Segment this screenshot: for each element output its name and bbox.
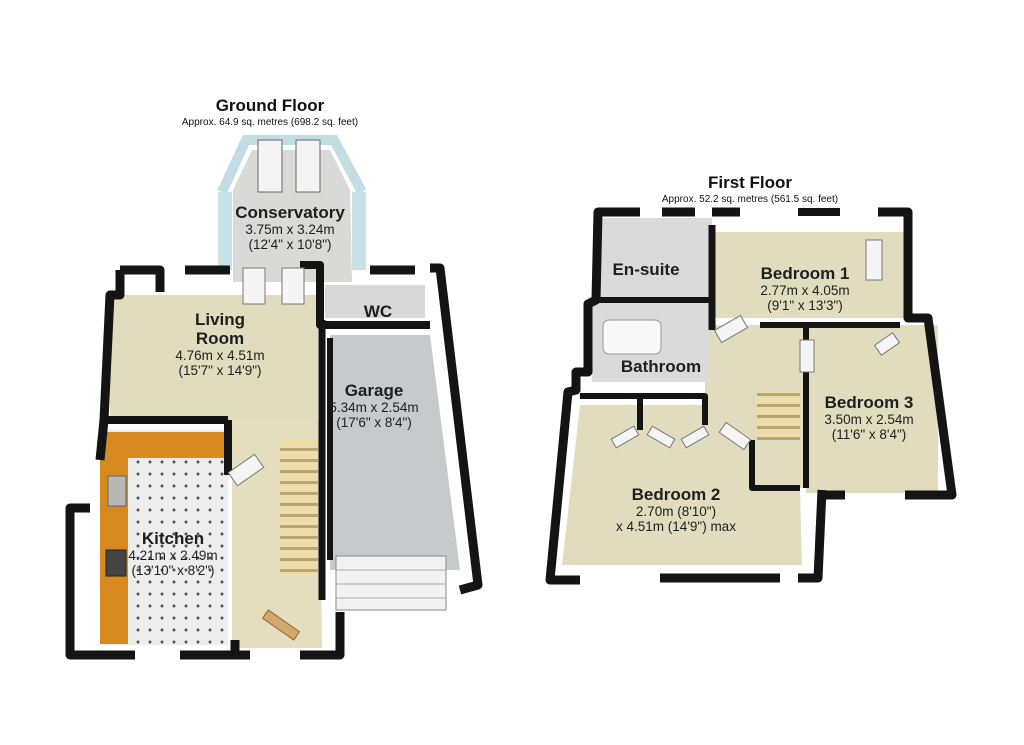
ensuite-floor <box>598 218 712 300</box>
label-bedroom2: Bedroom 2 2.70m (8'10") x 4.51m (14'9") … <box>596 485 756 534</box>
label-bedroom1: Bedroom 1 2.77m x 4.05m (9'1" x 13'3") <box>740 264 870 313</box>
bedroom3-dim-metric: 3.50m x 2.54m <box>824 412 914 428</box>
first-floor-walls <box>545 207 957 585</box>
first-floor-plan <box>545 207 957 585</box>
conservatory-dim-imperial: (12'4" x 10'8") <box>248 237 332 253</box>
first-floor-area: Approx. 52.2 sq. metres (561.5 sq. feet) <box>661 194 839 205</box>
label-ensuite: En-suite <box>604 260 688 279</box>
bedroom2-door-leaf <box>718 421 752 451</box>
bedroom2-dim-metric: 2.70m (8'10") <box>635 504 717 520</box>
bedroom3-door-leaf <box>799 339 815 373</box>
bedroom2-name: Bedroom 2 <box>631 485 721 504</box>
label-conservatory: Conservatory 3.75m x 3.24m (12'4" x 10'8… <box>210 203 370 252</box>
conservatory-door-left <box>257 139 283 193</box>
label-living-room: Living Room 4.76m x 4.51m (15'7" x 14'9"… <box>145 310 295 378</box>
living-room-floor <box>110 295 318 420</box>
bedroom3-floor <box>806 325 938 493</box>
kitchen-worktop-left <box>100 432 128 644</box>
bathroom-name: Bathroom <box>620 357 702 376</box>
living-door-leaf-2 <box>281 267 305 305</box>
first-floor-name: First Floor <box>707 173 793 192</box>
garage-door <box>335 555 447 611</box>
conservatory-glass-right <box>352 192 366 270</box>
conservatory-door-right <box>295 139 321 193</box>
ensuite-name: En-suite <box>612 260 680 279</box>
label-wc: WC <box>356 302 400 321</box>
bedroom1-wardrobe-door <box>865 239 883 281</box>
bedroom1-door-leaf <box>713 314 749 344</box>
bedroom3-name: Bedroom 3 <box>824 393 914 412</box>
garage-floor <box>330 335 460 570</box>
ground-floor-walls <box>65 261 483 660</box>
label-bedroom3: Bedroom 3 3.50m x 2.54m (11'6" x 8'4") <box>806 393 932 442</box>
conservatory-glass-wall <box>217 135 367 195</box>
bedroom3-wardrobe-door <box>873 332 901 356</box>
living-room-name: Living Room <box>194 310 246 349</box>
garage-dim-imperial: (17'6" x 8'4") <box>336 415 412 431</box>
bedroom1-dim-imperial: (9'1" x 13'3") <box>767 298 843 314</box>
wardrobe-door-2 <box>646 425 676 449</box>
first-floor-title: First Floor Approx. 52.2 sq. metres (561… <box>640 173 860 205</box>
kitchen-name: Kitchen <box>141 529 205 548</box>
kitchen-dim-imperial: (13'10" x 8'2") <box>131 563 215 579</box>
landing-floor <box>705 325 805 488</box>
ground-floor-name: Ground Floor <box>215 96 325 115</box>
ground-floor-plan <box>65 135 483 660</box>
ground-floor-area: Approx. 64.9 sq. metres (698.2 sq. feet) <box>181 117 359 128</box>
wardrobe-door-3 <box>680 425 710 449</box>
kitchen-sink <box>107 475 127 507</box>
kitchen-door-leaf <box>227 453 265 487</box>
first-floor-stairs <box>757 392 800 440</box>
living-door-leaf <box>242 267 266 305</box>
wardrobe-door-1 <box>610 425 640 449</box>
label-garage: Garage 5.34m x 2.54m (17'6" x 8'4") <box>314 381 434 430</box>
bedroom3-dim-imperial: (11'6" x 8'4") <box>831 427 907 443</box>
label-bathroom: Bathroom <box>606 357 716 376</box>
bedroom2-dim-imperial: x 4.51m (14'9") max <box>616 519 736 535</box>
ground-stairs <box>280 440 318 575</box>
living-room-dim-metric: 4.76m x 4.51m <box>175 348 265 364</box>
bedroom1-name: Bedroom 1 <box>760 264 850 283</box>
living-room-dim-imperial: (15'7" x 14'9") <box>178 363 262 379</box>
conservatory-name: Conservatory <box>235 203 345 222</box>
conservatory-dim-metric: 3.75m x 3.24m <box>245 222 335 238</box>
front-door-leaf <box>261 609 301 641</box>
garage-name: Garage <box>344 381 404 400</box>
bedroom1-floor <box>712 232 905 318</box>
kitchen-floor <box>100 430 228 645</box>
ground-floor-title: Ground Floor Approx. 64.9 sq. metres (69… <box>160 96 380 128</box>
kitchen-hob <box>105 549 127 577</box>
label-kitchen: Kitchen 4.21m x 2.49m (13'10" x 8'2") <box>108 529 238 578</box>
wc-floor <box>325 285 425 318</box>
garage-dim-metric: 5.34m x 2.54m <box>329 400 419 416</box>
conservatory-glass-left <box>218 192 232 270</box>
kitchen-dim-metric: 4.21m x 2.49m <box>128 548 218 564</box>
wc-name: WC <box>363 302 393 321</box>
bath-tub <box>602 319 662 355</box>
bedroom1-dim-metric: 2.77m x 4.05m <box>760 283 850 299</box>
